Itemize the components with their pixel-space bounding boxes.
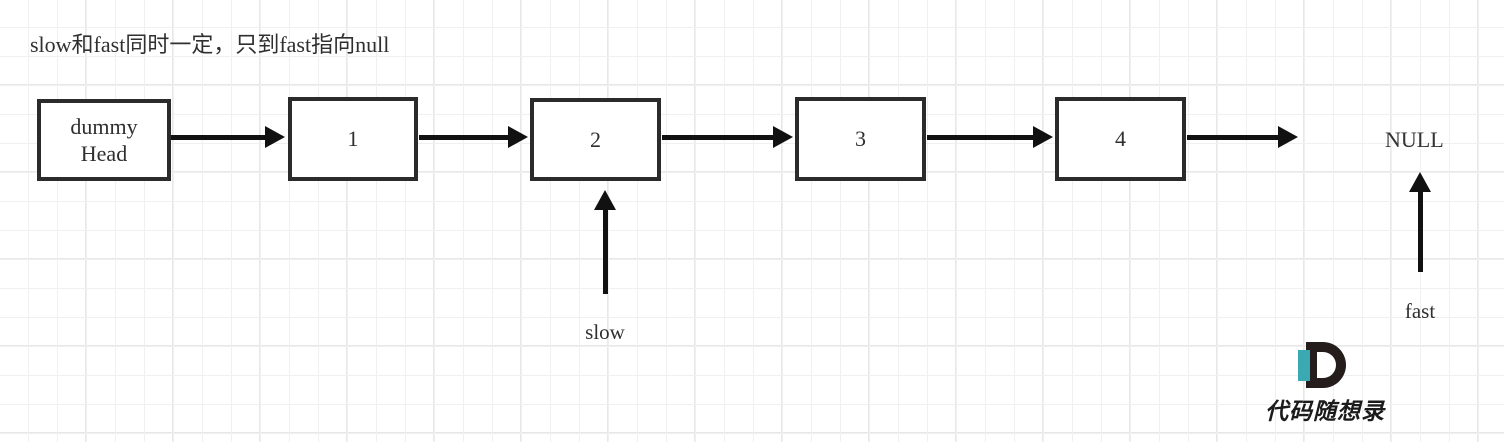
null-terminal-label: NULL [1385, 127, 1444, 152]
watermark-logo-icon [1298, 342, 1352, 388]
watermark: 代码随想录 [1249, 342, 1401, 432]
watermark-text: 代码随想录 [1265, 399, 1385, 425]
arrowhead-icon [265, 126, 285, 148]
list-node-1: 1 [288, 97, 418, 181]
pointer-label-fast: fast [1404, 299, 1436, 323]
arrowhead-icon [1033, 126, 1053, 148]
arrow-up-icon-slow [594, 190, 616, 294]
list-node-label: 2 [590, 126, 601, 152]
arrow-right-icon-3-to-4 [927, 126, 1053, 148]
arrow-right-icon-1-to-2 [419, 126, 528, 148]
arrowhead-icon [508, 126, 528, 148]
watermark-accent-bar [1298, 350, 1310, 381]
arrow-right-icon-2-to-3 [662, 126, 793, 148]
arrow-right-icon-dummy-to-1 [171, 126, 285, 148]
list-node-dummy-head: dummy Head [37, 99, 171, 181]
watermark-d-counter [1317, 352, 1336, 378]
arrow-right-icon-4-to-null [1187, 126, 1298, 148]
pointer-label-slow: slow [585, 320, 625, 344]
arrowhead-icon [1409, 172, 1431, 192]
list-node-3: 3 [795, 97, 926, 181]
list-node-4: 4 [1055, 97, 1186, 181]
list-node-label: 4 [1115, 126, 1126, 152]
list-node-label: dummy Head [70, 113, 138, 167]
arrow-up-icon-fast [1409, 172, 1431, 272]
list-node-label: 3 [855, 126, 866, 152]
arrowhead-icon [773, 126, 793, 148]
arrowhead-icon [1278, 126, 1298, 148]
arrowhead-icon [594, 190, 616, 210]
diagram-title: slow和fast同时一定，只到fast指向null [30, 32, 390, 57]
list-node-2: 2 [530, 98, 661, 181]
list-node-label: 1 [347, 126, 359, 152]
